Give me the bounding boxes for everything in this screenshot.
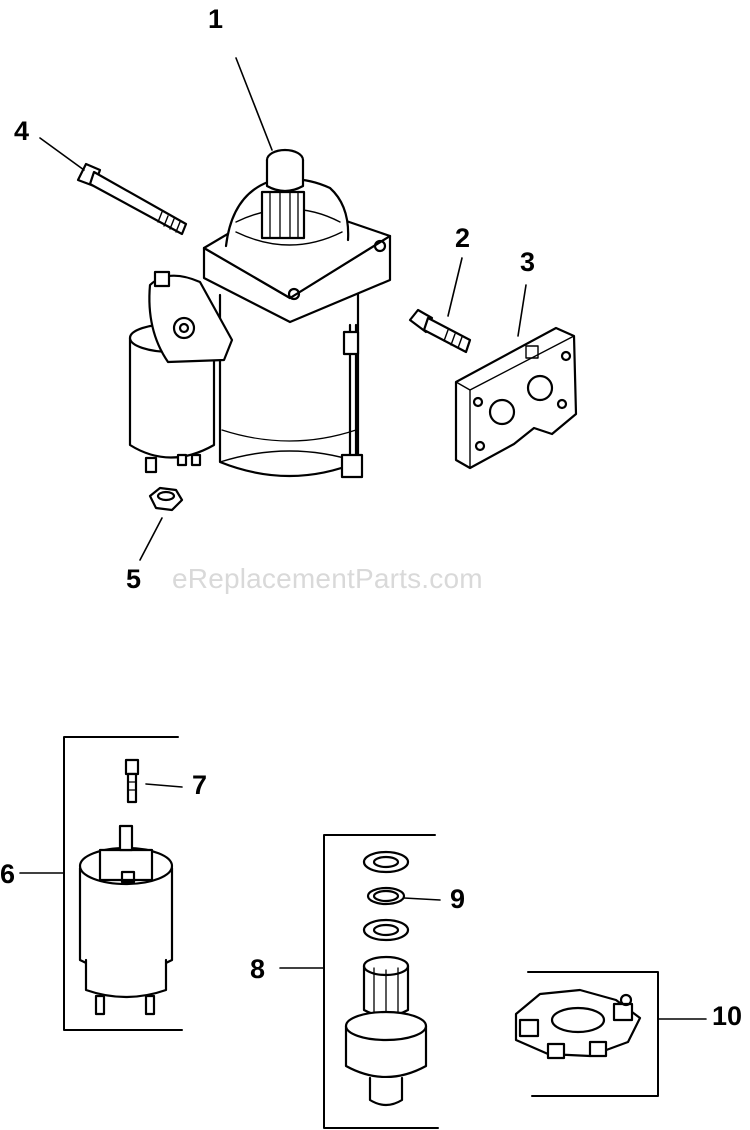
callout-5: 5 xyxy=(126,564,142,594)
brush-holder xyxy=(514,971,659,1097)
callout-8: 8 xyxy=(250,954,266,984)
solenoid-kit xyxy=(63,736,183,1031)
callout-4: 4 xyxy=(14,116,30,146)
callout-6: 6 xyxy=(0,859,16,889)
spacer-plate xyxy=(454,326,578,470)
terminal-screw xyxy=(124,758,140,804)
long-mounting-bolt xyxy=(76,162,188,236)
watermark-text: eReplacementParts.com xyxy=(172,563,483,594)
callout-7: 7 xyxy=(192,770,208,800)
callout-leader-lines xyxy=(19,57,707,1020)
callout-1: 1 xyxy=(208,4,224,34)
callout-3: 3 xyxy=(520,247,536,277)
short-bolt xyxy=(408,308,472,354)
callout-9: 9 xyxy=(450,884,466,914)
drive-kit xyxy=(323,834,439,1129)
callout-10: 10 xyxy=(712,1001,743,1031)
callout-2: 2 xyxy=(455,223,471,253)
hex-nut xyxy=(148,486,184,512)
starter-motor-assembly xyxy=(128,148,392,479)
